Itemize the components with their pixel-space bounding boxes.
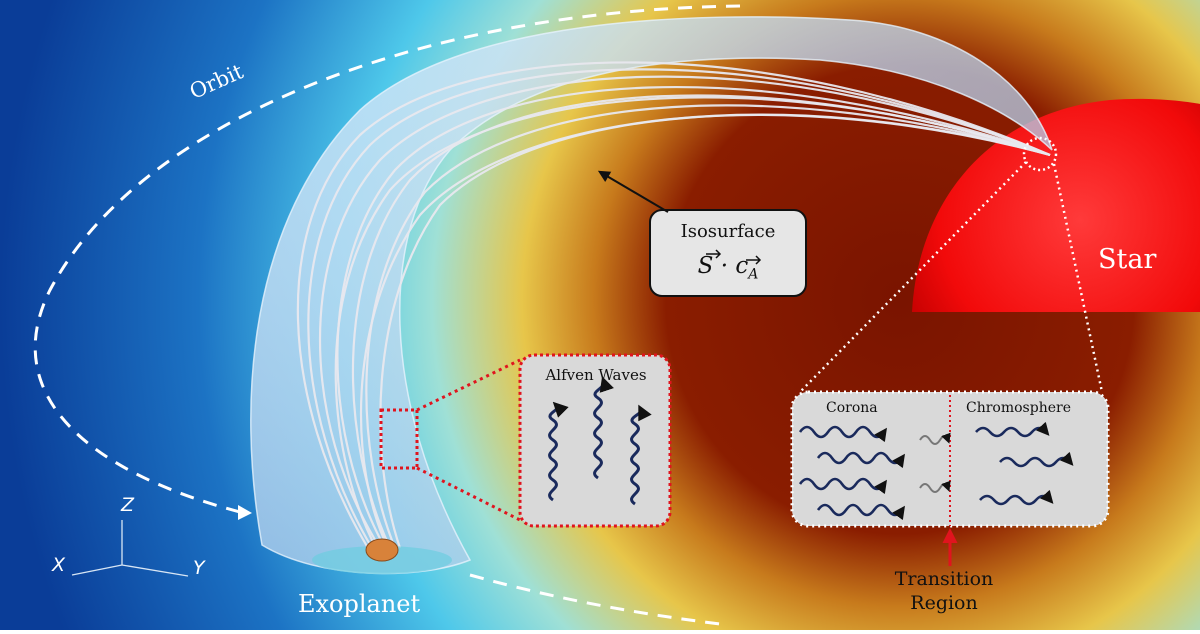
equation-dot: · (713, 253, 736, 279)
alfven-zoom-region (379, 408, 419, 470)
alfven-wave-1 (548, 401, 569, 502)
corona-waves (798, 425, 905, 521)
orbit-direction-arrow (238, 505, 252, 520)
exoplanet (365, 538, 399, 562)
axis-label-x: X (52, 554, 66, 576)
isosurface-equation: S · cA (650, 253, 806, 283)
isosurface-pointer-arrow (597, 170, 669, 213)
isosurface-callout-box (649, 209, 807, 297)
alfven-wave-2 (593, 376, 614, 480)
chromosphere-label: Chromosphere (966, 400, 1071, 416)
field-lines (296, 61, 1051, 549)
equation-c-subscript: A (748, 266, 759, 283)
star (912, 98, 1200, 312)
axis-label-y: Y (193, 557, 205, 579)
transition-region-label: Transition Region (894, 568, 994, 614)
alfven-waves-title: Alfven Waves (545, 366, 647, 384)
orbit-path-lower (469, 573, 721, 626)
coordinate-axes (71, 520, 189, 577)
reflected-waves (919, 432, 951, 493)
footpoint-zoom-circle (1022, 136, 1058, 172)
star-label: Star (1098, 244, 1157, 275)
corona-label: Corona (826, 400, 878, 416)
isosurface-title: Isosurface (680, 221, 776, 242)
alfven-wave-3 (630, 404, 652, 506)
alfven-connector-bottom (416, 466, 521, 522)
vector-arrow-c (746, 255, 762, 265)
alfven-connector-top (416, 358, 521, 412)
isosurface-tube (250, 16, 1053, 575)
alfven-wave-lines (548, 376, 652, 506)
orbit-path (33, 4, 741, 514)
equation-s: S (697, 253, 714, 279)
axis-label-z: Z (121, 494, 135, 516)
vector-arrow-s (706, 249, 722, 259)
exoplanet-label: Exoplanet (298, 590, 421, 618)
chromosphere-waves (975, 421, 1074, 506)
equation-c: c (735, 253, 749, 279)
